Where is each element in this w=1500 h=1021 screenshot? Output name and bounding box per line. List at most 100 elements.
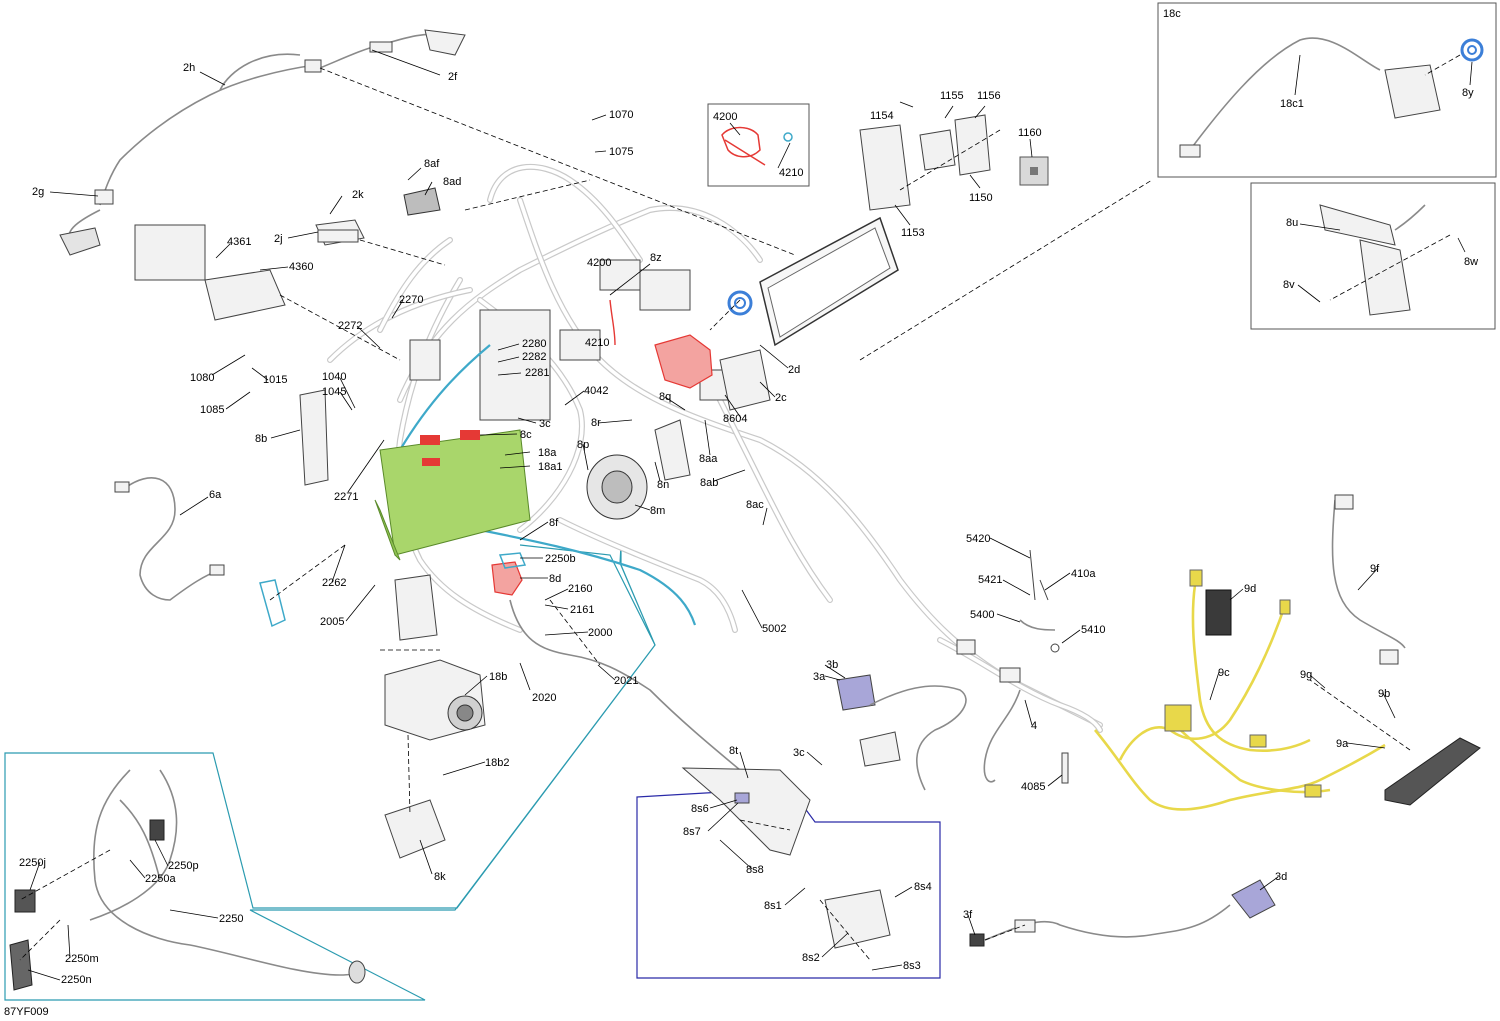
callout-8t: 8t [729, 745, 738, 757]
callout-8n: 8n [657, 479, 669, 491]
part-4360 [134, 224, 286, 321]
callout-8aa: 8aa [699, 453, 718, 465]
callout-2250b: 2250b [545, 553, 576, 565]
callout-2d: 2d [788, 364, 800, 376]
callout-2262: 2262 [322, 577, 346, 589]
inset-box-8u [1250, 182, 1496, 330]
inset-frame-2250-link [519, 544, 656, 646]
callout-8s4: 8s4 [914, 881, 932, 893]
callout-8r: 8r [591, 417, 601, 429]
callout-410a: 410a [1071, 568, 1096, 580]
callout-2280: 2280 [522, 338, 546, 350]
callout-18b2: 18b2 [485, 757, 509, 769]
callout-18a1: 18a1 [538, 461, 562, 473]
callout-8k: 8k [434, 871, 446, 883]
callout-5410: 5410 [1081, 624, 1105, 636]
callout-2g: 2g [32, 186, 44, 198]
callout-1154: 1154 [870, 110, 894, 122]
callout-2250j: 2250j [19, 857, 46, 869]
harness-2000 [509, 599, 741, 771]
callout-2020: 2020 [532, 692, 556, 704]
callout-2c: 2c [775, 392, 787, 404]
part-8k [384, 799, 446, 859]
harness-9f [1331, 494, 1406, 665]
part-4085 [1061, 752, 1069, 784]
harness-6a [114, 477, 225, 601]
callout-1070: 1070 [609, 109, 633, 121]
dashed-callouts [19, 54, 1461, 961]
part-8u [1319, 204, 1426, 316]
callout-4200: 4200 [587, 257, 611, 269]
callout-3a: 3a [813, 671, 826, 683]
display-panel [759, 216, 899, 347]
callout-2021: 2021 [614, 675, 638, 687]
callout-4210: 4210 [585, 337, 609, 349]
callout-5420: 5420 [966, 533, 990, 545]
callout-1080: 1080 [190, 372, 214, 384]
callout-8y: 8y [1462, 87, 1474, 99]
callout-8ab: 8ab [700, 477, 718, 489]
callout-8c: 8c [520, 429, 532, 441]
inset-box-4200 [707, 103, 810, 187]
callout-2281: 2281 [525, 367, 549, 379]
callout-8b: 8b [255, 433, 267, 445]
callout-2000: 2000 [588, 627, 612, 639]
callout-9f: 9f [1370, 563, 1380, 575]
callout-8f: 8f [549, 517, 559, 529]
callout-8d: 8d [549, 573, 561, 585]
callout-18b: 18b [489, 671, 507, 683]
callout-9b: 9b [1378, 688, 1390, 700]
harness-3d [969, 879, 1276, 947]
part-9a-tail-light [1384, 737, 1481, 806]
callout-8w: 8w [1464, 256, 1478, 268]
callout-2271: 2271 [334, 491, 358, 503]
callout-9c: 9c [1218, 667, 1230, 679]
callout-4200-inset: 4200 [713, 111, 737, 123]
red-highlight-parts [420, 126, 766, 596]
switch-3a [836, 674, 967, 791]
part-8ad [403, 187, 441, 216]
callout-1160: 1160 [1018, 127, 1042, 139]
callout-9d: 9d [1244, 583, 1256, 595]
callout-2160: 2160 [568, 583, 592, 595]
part-8b [299, 389, 329, 486]
callout-4361: 4361 [227, 236, 251, 248]
callout-4: 4 [1031, 720, 1037, 732]
callout-8s3: 8s3 [903, 960, 921, 972]
inset-frame-2250 [4, 544, 656, 1001]
harness-2h [59, 29, 466, 256]
callout-2k: 2k [352, 189, 364, 201]
part-5400 [1019, 549, 1060, 653]
callout-8s8: 8s8 [746, 864, 764, 876]
callout-1155: 1155 [940, 90, 964, 102]
callout-8s1: 8s1 [764, 900, 782, 912]
callout-8m: 8m [650, 505, 665, 517]
callout-2250a: 2250a [145, 873, 176, 885]
callout-2270: 2270 [399, 294, 423, 306]
callout-8ac: 8ac [746, 499, 764, 511]
part-2005 [394, 574, 438, 641]
callout-2282: 2282 [522, 351, 546, 363]
callout-8u: 8u [1286, 217, 1298, 229]
callout-4210-inset: 4210 [779, 167, 803, 179]
callout-8ad: 8ad [443, 176, 461, 188]
inset-box-18c [1157, 2, 1497, 178]
callout-3b: 3b [826, 659, 838, 671]
leader-lines [27, 49, 1473, 981]
callout-8q: 8q [659, 391, 671, 403]
callout-3d: 3d [1275, 871, 1287, 883]
callout-8s2: 8s2 [802, 952, 820, 964]
callout-9g: 9g [1300, 669, 1312, 681]
blue-rings [727, 38, 1484, 316]
callout-5002: 5002 [762, 623, 786, 635]
part-18b-abs-unit [384, 659, 486, 741]
part-18c [1179, 37, 1441, 158]
callout-4360: 4360 [289, 261, 313, 273]
callout-2161: 2161 [570, 604, 594, 616]
callout-1015: 1015 [263, 374, 287, 386]
callout-18c: 18c [1163, 8, 1181, 20]
callout-2272: 2272 [338, 320, 362, 332]
callout-1045: 1045 [322, 386, 346, 398]
figure-code: 87YF009 [4, 1006, 49, 1018]
